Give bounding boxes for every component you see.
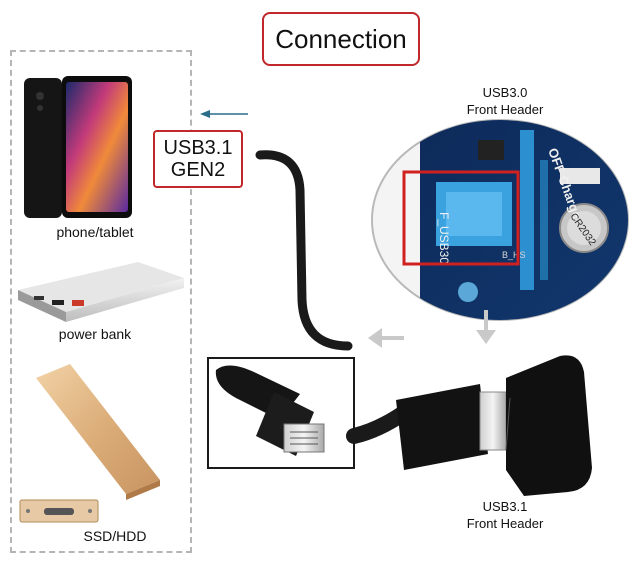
usb30-front-header-label: USB3.0 Front Header: [430, 84, 580, 118]
arrow-to-devices: [200, 110, 248, 118]
ssd-image: [19, 364, 160, 523]
usb31-front-header-label: USB3.1 Front Header: [430, 498, 580, 532]
ssd-label: SSD/HDD: [83, 528, 147, 544]
title-text: Connection: [275, 23, 407, 54]
usb31-fh-line2: Front Header: [466, 516, 544, 531]
board-port-label: F_USB30: [437, 212, 451, 264]
powerbank-image: [18, 262, 184, 322]
device-panel: [10, 50, 192, 553]
arrow-left-grey: [368, 328, 404, 348]
front-header-highlight: [402, 170, 520, 266]
usb31-gen2-line2: GEN2: [170, 159, 226, 181]
arrow-down-grey: [476, 310, 496, 344]
board-hs-label: B_HS: [502, 250, 526, 260]
usb31-gen2-line1: USB3.1: [163, 137, 233, 159]
phone-image: [24, 76, 132, 218]
powerbank-label: power bank: [58, 326, 132, 342]
usb31-gen2-box: USB3.1 GEN2: [153, 130, 243, 188]
usb30-line1: USB3.0: [482, 85, 528, 100]
motherboard-inset: F_USB30 OFF Charge CR2032 B_HS: [371, 119, 629, 321]
cable: [255, 150, 353, 351]
usb30-line2: Front Header: [466, 102, 544, 117]
usb31-fh-line1: USB3.1: [482, 499, 528, 514]
title-box: Connection: [262, 12, 420, 66]
phone-label: phone/tablet: [56, 224, 134, 240]
front-header-connector: [346, 355, 592, 496]
plug-inset: [207, 357, 355, 469]
